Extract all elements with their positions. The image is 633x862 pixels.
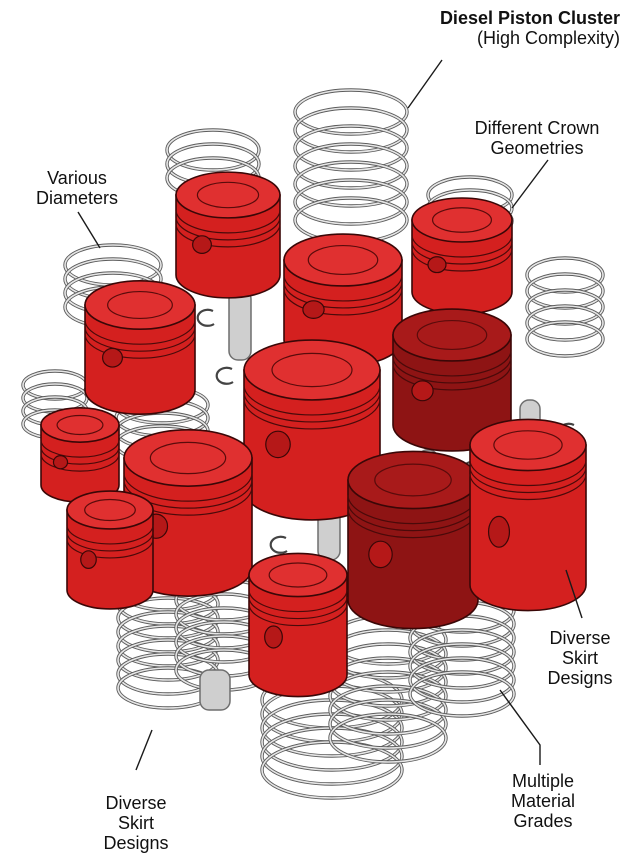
title-block: Diesel Piston Cluster (High Complexity) bbox=[390, 8, 620, 48]
piston-crown bbox=[470, 419, 586, 470]
leader-crown bbox=[512, 160, 548, 208]
circlip bbox=[198, 310, 214, 326]
piston-crown bbox=[348, 451, 478, 508]
piston-crown bbox=[284, 234, 402, 286]
piston bbox=[176, 172, 280, 298]
pin-boss bbox=[81, 551, 96, 569]
label-skirt-right-line-3: Designs bbox=[535, 668, 625, 688]
leader-skirt-left bbox=[136, 730, 152, 770]
label-crown-line-1: Different Crown bbox=[452, 118, 622, 138]
label-skirt-right-line-2: Skirt bbox=[535, 648, 625, 668]
label-material-grades: Multiple Material Grades bbox=[488, 771, 598, 831]
pin-boss bbox=[193, 236, 212, 254]
label-crown-line-2: Geometries bbox=[452, 138, 622, 158]
piston bbox=[67, 491, 153, 609]
label-skirt-left-line-3: Designs bbox=[86, 833, 186, 853]
label-skirt-left-line-2: Skirt bbox=[86, 813, 186, 833]
label-material-line-1: Multiple bbox=[488, 771, 598, 791]
pin-boss bbox=[489, 516, 510, 547]
wrist-pin bbox=[229, 290, 251, 360]
ring-stack bbox=[527, 258, 603, 356]
pin-boss bbox=[266, 431, 290, 457]
leader-diameters bbox=[78, 212, 100, 248]
ring-stack bbox=[295, 90, 407, 242]
diagram-title: Diesel Piston Cluster bbox=[390, 8, 620, 28]
piston bbox=[249, 553, 347, 696]
pin-boss bbox=[428, 257, 446, 273]
label-material-line-3: Grades bbox=[488, 811, 598, 831]
pin-boss bbox=[53, 456, 67, 469]
pin-boss bbox=[103, 348, 123, 367]
label-skirt-left-line-1: Diverse bbox=[86, 793, 186, 813]
piston-crown bbox=[176, 172, 280, 218]
diagram-subtitle: (High Complexity) bbox=[390, 28, 620, 48]
label-crown-geometries: Different Crown Geometries bbox=[452, 118, 622, 158]
circlip bbox=[217, 368, 233, 384]
pin-boss bbox=[265, 626, 283, 648]
piston bbox=[41, 408, 119, 502]
label-skirt-designs-right: Diverse Skirt Designs bbox=[535, 628, 625, 688]
circlip bbox=[271, 537, 287, 553]
label-diameters-line-2: Diameters bbox=[22, 188, 132, 208]
label-various-diameters: Various Diameters bbox=[22, 168, 132, 208]
label-material-line-2: Material bbox=[488, 791, 598, 811]
leader-material bbox=[500, 690, 540, 765]
label-skirt-designs-left: Diverse Skirt Designs bbox=[86, 793, 186, 853]
piston-crown bbox=[412, 198, 512, 242]
piston bbox=[348, 451, 478, 628]
piston-crown bbox=[41, 408, 119, 442]
leader-title bbox=[408, 60, 442, 108]
wrist-pin bbox=[200, 670, 230, 710]
label-skirt-right-line-1: Diverse bbox=[535, 628, 625, 648]
piston-crown bbox=[244, 340, 380, 400]
piston-crown bbox=[85, 281, 195, 329]
piston-crown bbox=[249, 553, 347, 596]
piston bbox=[412, 198, 512, 314]
piston-crown bbox=[67, 491, 153, 529]
piston bbox=[85, 281, 195, 414]
label-diameters-line-1: Various bbox=[22, 168, 132, 188]
piston-crown bbox=[124, 430, 252, 486]
pin-boss bbox=[369, 541, 392, 567]
piston bbox=[470, 419, 586, 610]
pin-boss bbox=[412, 381, 433, 401]
piston-crown bbox=[393, 309, 511, 361]
pin-boss bbox=[303, 301, 324, 319]
